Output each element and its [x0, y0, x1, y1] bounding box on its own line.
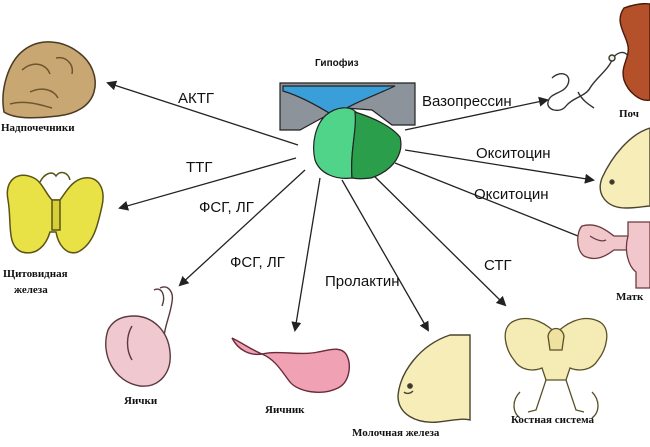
- label-ttg: ТТГ: [186, 159, 213, 176]
- label-kidney: Поч: [619, 108, 639, 120]
- label-oxytocin-2: Окситоцин: [474, 186, 549, 203]
- label-adrenal: Надпочечники: [1, 122, 75, 134]
- arrow-vasopressin: [404, 96, 549, 131]
- mammary-gland-icon-right: [599, 127, 650, 209]
- pituitary-icon: [279, 82, 416, 180]
- label-ovary: Яичник: [265, 404, 305, 416]
- testes-icon: [105, 286, 174, 387]
- label-thyroid-line2: железа: [14, 284, 48, 296]
- uterus-icon: [577, 221, 650, 289]
- label-stg: СТГ: [484, 257, 512, 274]
- kidney-icon: [547, 2, 650, 112]
- arrow-prolactin: [341, 179, 429, 332]
- label-fsg-lg-2: ФСГ, ЛГ: [230, 254, 285, 271]
- label-testes: Яички: [124, 395, 158, 407]
- label-vasopressin: Вазопрессин: [422, 93, 512, 110]
- adrenal-gland-icon: [2, 41, 96, 119]
- mammary-gland-icon: [397, 334, 471, 423]
- label-fsg-lg-1: ФСГ, ЛГ: [199, 199, 254, 216]
- arrow-oxytocin-1: [404, 149, 595, 184]
- thyroid-gland-icon: [6, 171, 104, 254]
- arrows: [106, 80, 595, 332]
- label-skeleton: Костная система: [511, 414, 595, 426]
- arrow-fsg-lg-2: [291, 177, 321, 332]
- arrow-stg: [367, 169, 507, 307]
- label-actg: АКТГ: [178, 90, 215, 107]
- pituitary-title: Гипофиз: [315, 58, 359, 69]
- arrow-oxytocin-2: [394, 162, 590, 242]
- label-mammary: Молочная железа: [352, 427, 440, 439]
- skeleton-pelvis-icon: [504, 317, 608, 419]
- label-thyroid-line1: Щитовидная: [3, 268, 68, 280]
- label-oxytocin-1: Окситоцин: [476, 145, 551, 162]
- label-uterus: Матк: [616, 291, 644, 303]
- arrow-ttg: [118, 157, 297, 211]
- ovary-icon: [231, 337, 350, 393]
- arrow-actg: [106, 80, 299, 146]
- label-prolactin: Пролактин: [325, 273, 400, 290]
- arrow-fsg-lg-1: [178, 169, 306, 287]
